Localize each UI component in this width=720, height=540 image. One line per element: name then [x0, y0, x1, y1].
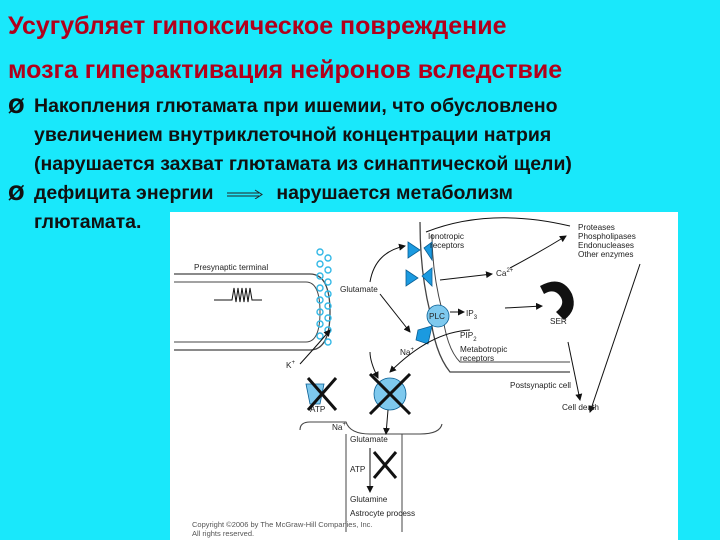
blocked-x-icon — [372, 451, 398, 479]
atp-label-2: ATP — [350, 465, 366, 474]
glutamate-bottom-label: Glutamate — [350, 435, 388, 444]
svg-text:PLC: PLC — [429, 312, 445, 321]
potassium-label: K+ — [286, 360, 295, 370]
ionotropic-receptors-label: Ionotropic receptors — [428, 232, 466, 250]
bullet2-part2: нарушается метаболизм — [276, 182, 513, 204]
ionotropic-receptor-icon — [405, 267, 433, 287]
metabotropic-receptors-label: Metabotropic receptors — [460, 345, 510, 363]
ser-organelle-icon — [540, 281, 574, 320]
glutamate-label: Glutamate — [340, 285, 378, 294]
ip3-label: IP3 — [466, 309, 478, 321]
bullet1-line2: увеличением внутриклеточной концентрации… — [34, 124, 552, 146]
presynaptic-terminal-label: Presynaptic terminal — [194, 263, 268, 272]
presynaptic-terminal — [174, 273, 331, 351]
bullet2-line2: глютамата. — [34, 211, 142, 233]
action-potential-icon — [214, 287, 262, 303]
blocked-x-icon — [306, 377, 338, 411]
bullet-item-glutamate: Ø Накопления глютамата при ишемии, что о… — [8, 92, 712, 179]
bullet-item-energy: Ø дефицита энергии нарушается метаболизм… — [8, 179, 712, 237]
bullet2-part1: дефицита энергии — [34, 182, 214, 204]
bullet1-line3: (нарушается захват глютамата из синаптич… — [34, 153, 572, 175]
blocked-x-icon — [368, 372, 412, 416]
metabotropic-receptor-icon: PLC — [415, 304, 450, 345]
ionotropic-receptor-icon — [407, 241, 433, 262]
ser-label: SER — [550, 317, 567, 326]
pip2-label: PIP2 — [460, 331, 477, 343]
bullet-arrow-icon: Ø — [8, 182, 25, 205]
bullet-arrow-icon: Ø — [8, 95, 25, 118]
title-line-1: Усугубляет гипоксическое повреждение — [8, 12, 507, 40]
postsynaptic-cell-label: Postsynaptic cell — [510, 381, 571, 390]
atp-label-1: ATP — [310, 405, 326, 414]
glutamate-vesicles — [316, 248, 332, 346]
enzymes-list: Proteases Phospholipases Endonucleases O… — [578, 223, 638, 259]
sodium-label: Na+ — [400, 347, 414, 357]
cell-death-label: Cell death — [562, 403, 599, 412]
synapse-diagram: Presynaptic terminal Glutamate Ionotropi… — [170, 212, 678, 540]
glutamine-label: Glutamine — [350, 495, 388, 504]
bullet1-line1: Накопления глютамата при ишемии, что обу… — [34, 95, 558, 117]
title-line-2: мозга гиперактивация нейронов вследствие — [8, 56, 563, 84]
sodium-bottom-label: Na+ — [332, 422, 346, 432]
astrocyte-process-label: Astrocyte process — [350, 509, 415, 518]
slide-title: Усугубляет гипоксическое повреждение моз… — [8, 4, 712, 92]
right-arrow-icon — [226, 189, 263, 199]
calcium-label: Ca2+ — [496, 268, 514, 278]
copyright-line-2: All rights reserved. — [192, 529, 254, 538]
astrocyte-process — [299, 421, 443, 532]
synapse-diagram-svg: Presynaptic terminal Glutamate Ionotropi… — [174, 217, 641, 538]
bullet-list: Ø Накопления глютамата при ишемии, что о… — [8, 92, 712, 237]
copyright-line-1: Copyright ©2006 by The McGraw-Hill Compa… — [192, 520, 372, 529]
